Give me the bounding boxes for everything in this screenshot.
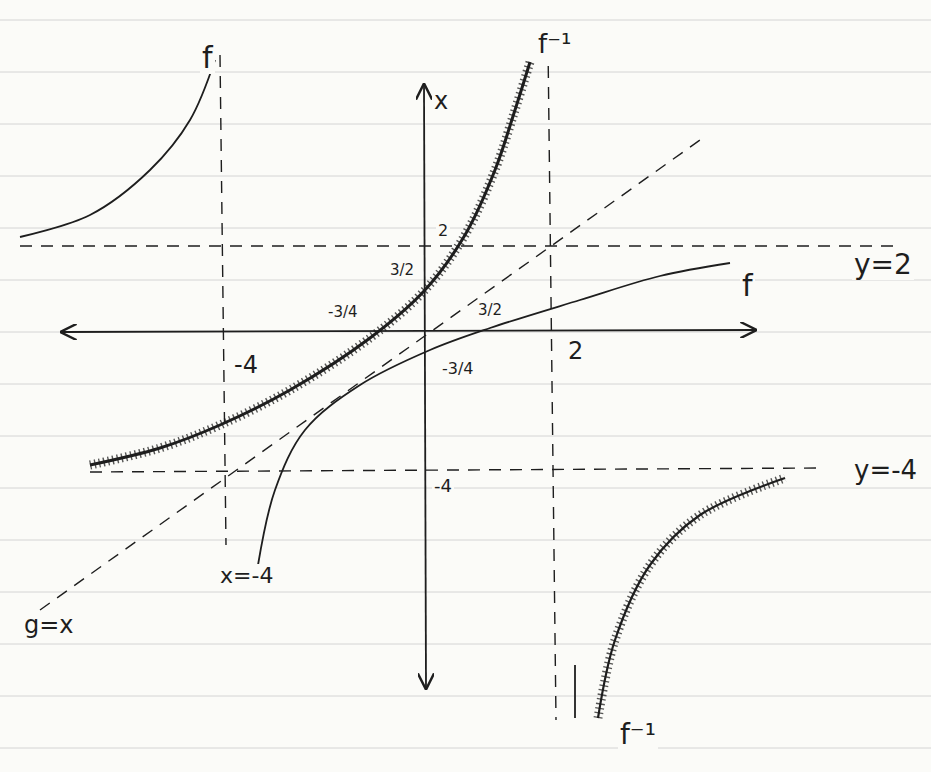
math-label: 2 xyxy=(436,222,450,240)
identity-line xyxy=(40,140,700,610)
ruled-line xyxy=(0,488,931,489)
ruled-line xyxy=(0,540,931,541)
math-label: f⁻¹ xyxy=(536,30,573,58)
asymptote-line xyxy=(548,45,556,720)
ruled-line xyxy=(0,176,931,177)
asymptote-line xyxy=(90,468,820,472)
x-axis xyxy=(62,330,755,332)
ruled-line xyxy=(0,228,931,229)
tick-mark xyxy=(574,665,576,718)
math-label: 2 xyxy=(566,338,585,364)
ruled-line xyxy=(0,592,931,593)
math-label: 3/2 xyxy=(388,262,416,279)
math-label: -4 xyxy=(432,476,454,496)
math-label: x=-4 xyxy=(218,564,275,588)
ruled-line xyxy=(0,748,931,749)
f-curve xyxy=(20,60,215,237)
math-label: -3/4 xyxy=(440,360,476,378)
ruled-line xyxy=(0,20,931,21)
shading-hatch xyxy=(90,62,530,465)
math-label: f xyxy=(200,42,215,74)
ruled-line xyxy=(0,644,931,645)
y-axis xyxy=(424,85,426,688)
f-curve xyxy=(258,263,730,565)
math-label: f⁻¹ xyxy=(618,720,658,750)
math-label: 3/2 xyxy=(476,302,504,319)
math-label: y=-4 xyxy=(852,456,919,484)
math-label: g=x xyxy=(22,612,76,638)
math-label: x xyxy=(432,88,450,114)
shading-hatch xyxy=(598,478,785,718)
inverse-curve xyxy=(90,62,530,465)
math-label: -3/4 xyxy=(326,304,360,321)
ruled-line xyxy=(0,280,931,281)
asymptote-line xyxy=(220,55,226,545)
ruled-line xyxy=(0,124,931,125)
math-label: -4 xyxy=(232,352,260,378)
math-label: f xyxy=(740,270,755,302)
ruled-line xyxy=(0,384,931,385)
inverse-curve xyxy=(598,478,785,718)
ruled-line xyxy=(0,696,931,697)
ruled-line xyxy=(0,436,931,437)
math-label: y=2 xyxy=(852,250,914,280)
ruled-line xyxy=(0,72,931,73)
